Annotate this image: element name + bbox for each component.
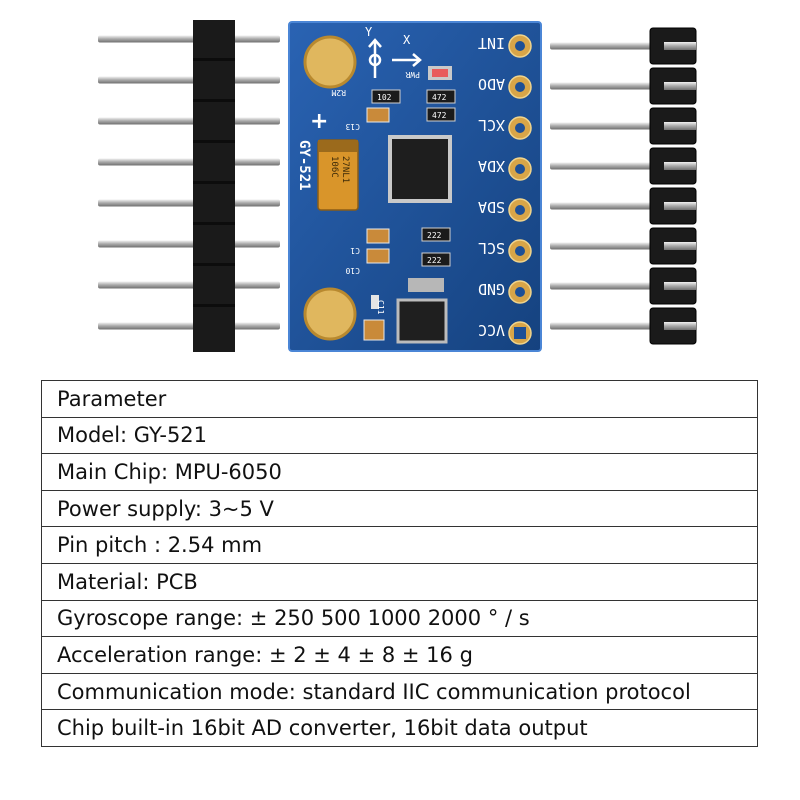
table-row: Model: GY-521 [41,416,758,455]
header-pin [98,158,280,166]
header-pin-tip [664,122,696,130]
left-header-pins [98,35,280,330]
pin-pad-hole [515,246,525,256]
header-pin-tip [664,282,696,290]
pin-labels: INT ADO XCL XDA SDA SCL GND VCC [478,34,505,339]
axis-marking [368,38,422,78]
header-pin [98,199,280,207]
header-pin [98,76,280,84]
header-rib [193,140,235,143]
capacitor-text-2: 27NL1 [340,156,350,183]
param-gyroscope-range: Gyroscope range: ± 250 500 1000 2000 ° /… [41,599,758,638]
ref-label-c10: C10 [345,266,360,275]
model-silkscreen: GY-521 [296,140,312,191]
product-photo: X Y + GY-521 106C 27NL1 102 472 472 [98,20,697,352]
resistor-label-5: 222 [427,256,442,265]
pin-label: XCL [478,116,505,134]
header-pin-tip [664,42,696,50]
header-pin-tip [664,202,696,210]
table-row: Communication mode: standard IIC communi… [41,672,758,711]
mpu6050-chip [388,135,452,203]
param-material: Material: PCB [41,562,758,601]
smd-components: 102 472 472 222 222 [363,66,456,344]
pin-pad-hole [514,327,526,339]
header-rib [193,304,235,307]
header-pin [98,240,280,248]
header-pin [98,281,280,289]
capacitor-text-1: 106C [329,156,339,178]
polarity-mark: + [310,109,328,134]
ref-label-c11: C11 [376,300,385,315]
left-pin-header [98,20,280,352]
pin-label: INT [478,34,505,52]
header-rib [193,99,235,102]
resistor-label-4: 222 [427,231,442,240]
header-rib [193,181,235,184]
header-pin [98,322,280,330]
param-power-supply: Power supply: 3~5 V [41,489,758,528]
header-pin [98,117,280,125]
pin-label: VCC [478,321,505,339]
table-row: Acceleration range: ± 2 ± 4 ± 8 ± 16 g [41,636,758,674]
table-row: Material: PCB [41,562,758,601]
parameter-table: Parameter Model: GY-521 Main Chip: MPU-6… [41,380,758,747]
pin-pad-hole [515,41,525,51]
mounting-hole-bottom [303,287,357,341]
ref-label-c1: C1 [350,246,360,255]
pin-pad-hole [515,287,525,297]
left-header-plastic [193,20,235,352]
resistor-label-2: 472 [432,93,447,102]
pin-label: ADO [478,75,505,93]
pin-label: SCL [478,239,505,257]
param-model: Model: GY-521 [41,416,758,455]
param-main-chip: Main Chip: MPU-6050 [41,453,758,491]
mounting-hole-top [303,35,357,89]
resistor-label-3: 472 [432,111,447,120]
header-pin-tip [664,242,696,250]
table-row: Main Chip: MPU-6050 [41,453,758,491]
pin-label: GND [478,280,505,298]
tantalum-capacitor: 106C 27NL1 [317,139,359,211]
header-pin-tip [664,322,696,330]
pin-pad-hole [515,82,525,92]
reference-designators: R2M C13 PWR C1 C10 C11 [331,70,420,315]
header-pin-tip [664,162,696,170]
header-rib [193,263,235,266]
param-header: Parameter [41,380,758,418]
pin-label: XDA [478,157,505,175]
right-header-plastic [649,27,697,345]
header-rib [193,222,235,225]
resistor-label-1: 102 [377,93,392,102]
pin-pad-hole [515,123,525,133]
pin-pad-hole [515,164,525,174]
gy521-board: X Y + GY-521 106C 27NL1 102 472 472 [288,21,542,352]
ref-label-c13: C13 [345,122,360,131]
table-row: Gyroscope range: ± 250 500 1000 2000 ° /… [41,599,758,638]
header-pin [98,35,280,43]
ref-label-pwr: PWR [405,70,420,79]
header-pin-tip [664,82,696,90]
param-acceleration-range: Acceleration range: ± 2 ± 4 ± 8 ± 16 g [41,636,758,674]
table-row: Chip built-in 16bit AD converter, 16bit … [41,709,758,747]
param-pin-pitch: Pin pitch : 2.54 mm [41,526,758,564]
table-row: Power supply: 3~5 V [41,489,758,528]
pin-pads [508,34,532,345]
pin-label: SDA [478,198,505,216]
pin-pad-hole [515,205,525,215]
header-rib [193,58,235,61]
table-row: Parameter [41,380,758,418]
param-communication-mode: Communication mode: standard IIC communi… [41,672,758,711]
right-pin-header [550,27,697,345]
axis-label-y: Y [365,25,373,39]
axis-label-x: X [403,33,411,47]
left-header-ribs [193,58,235,307]
ref-label-r2m: R2M [331,88,346,97]
param-converter: Chip built-in 16bit AD converter, 16bit … [41,709,758,747]
table-row: Pin pitch : 2.54 mm [41,526,758,564]
